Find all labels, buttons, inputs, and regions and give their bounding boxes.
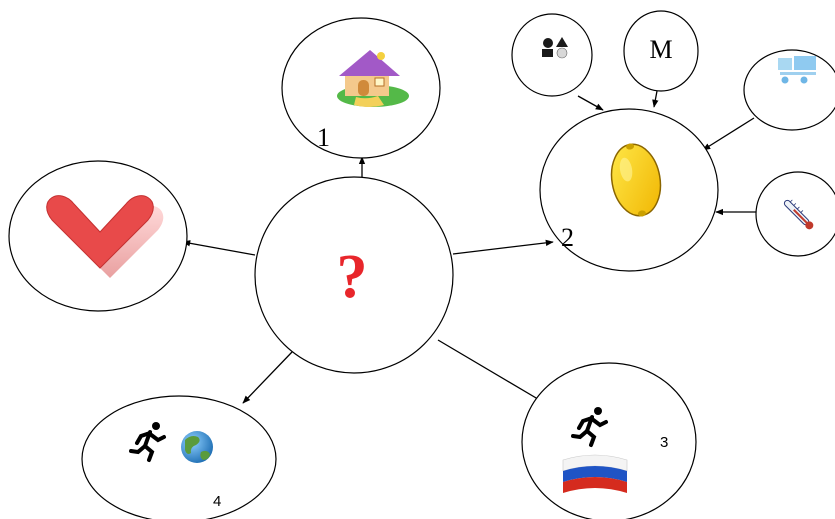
connector-arrows (182, 90, 756, 406)
arrow-to-sport-earth (242, 351, 293, 404)
globe-icon (181, 431, 213, 463)
running-man-icon (571, 407, 608, 447)
node-heart (8, 160, 188, 312)
arrow-to-heart (182, 240, 256, 256)
arrow-to-lemon (452, 239, 554, 255)
arrow-letter-to-lemon (652, 90, 659, 108)
feeder-letter: М (623, 10, 699, 92)
node-number-3: 3 (660, 434, 668, 451)
feeder-vehicle (743, 49, 835, 131)
node-sport-earth: 4 (81, 395, 277, 519)
question-mark: ? (337, 243, 368, 311)
house-icon (337, 50, 409, 107)
node-lemon: 2 (539, 108, 719, 272)
lemon-icon (610, 143, 662, 217)
node-sport-russia: 3 (521, 362, 697, 519)
geometric-shapes-icon (542, 37, 568, 59)
russian-flag-icon (562, 454, 628, 493)
node-number-1: 1 (317, 123, 330, 152)
node-home: 1 (281, 17, 441, 159)
heart-icon (46, 195, 164, 278)
arrow-vehicle-to-lemon (702, 117, 755, 151)
running-man-icon (129, 422, 166, 462)
letter-m: М (649, 35, 672, 64)
vehicle-icon (778, 56, 816, 84)
feeder-thermometer (755, 171, 835, 257)
arrow-shapes-to-lemon (577, 95, 604, 111)
arrow-to-sport-russia (437, 339, 549, 406)
center-node: ? (254, 176, 454, 374)
node-number-4: 4 (213, 493, 221, 510)
thermometer-icon (783, 199, 814, 230)
feeder-shapes (511, 13, 593, 97)
node-number-2: 2 (561, 223, 574, 252)
